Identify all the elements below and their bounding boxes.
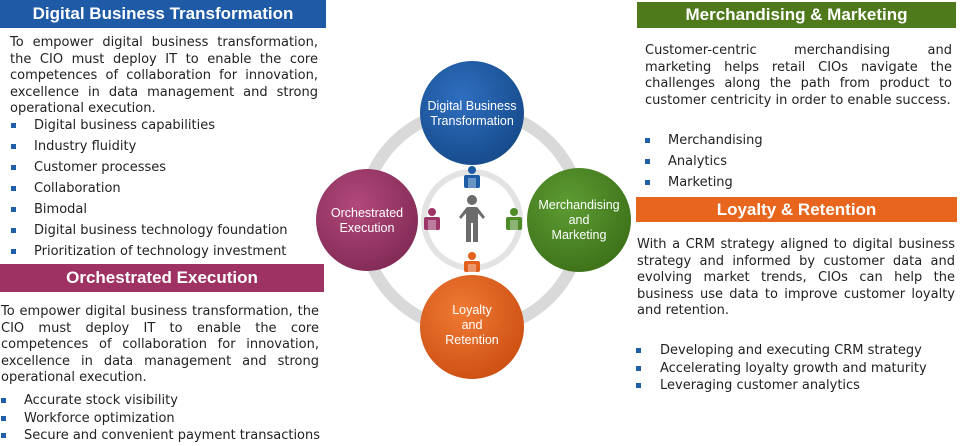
circle-bottom-label-1: Loyalty — [452, 303, 492, 317]
list-item: Digital business technology foundation — [11, 223, 311, 244]
mm-header: Merchandising & Marketing — [637, 2, 956, 28]
lr-description: With a CRM strategy aligned to digital b… — [637, 237, 955, 318]
list-item: Secure and convenient payment transactio… — [1, 428, 321, 446]
bullet-icon — [11, 144, 16, 149]
person-icon-top — [464, 166, 480, 188]
oe-header: Orchestrated Execution — [0, 264, 324, 292]
circle-digital-business-transformation — [420, 61, 524, 165]
circle-top-label-2: Transformation — [430, 114, 514, 128]
bullet-icon — [11, 207, 16, 212]
lr-header: Loyalty & Retention — [636, 197, 957, 222]
bullet-icon — [11, 228, 16, 233]
bullet-icon — [11, 123, 16, 128]
diagram: Digital Business Transformation Orchestr… — [316, 61, 631, 379]
circle-bottom-label-2: and — [462, 318, 483, 332]
bullet-icon — [1, 415, 6, 421]
list-item: Prioritization of technology investment — [11, 244, 311, 265]
oe-description: To empower digital business transformati… — [1, 304, 319, 385]
person-icon-left — [424, 208, 440, 230]
oe-list: Accurate stock visibility Workforce opti… — [1, 393, 321, 446]
list-item: Developing and executing CRM strategy — [636, 343, 956, 361]
list-item: Workforce optimization — [1, 411, 321, 429]
bullet-icon — [11, 249, 16, 254]
list-item: Industry fluidity — [11, 139, 311, 160]
bullet-icon — [11, 165, 16, 170]
circle-merchandising-marketing — [527, 168, 631, 272]
bullet-icon — [645, 159, 650, 164]
circle-top-label-1: Digital Business — [428, 99, 517, 113]
list-item: Bimodal — [11, 202, 311, 223]
lr-list: Developing and executing CRM strategy Ac… — [636, 343, 956, 396]
list-item: Leveraging customer analytics — [636, 378, 956, 396]
circle-left-label-2: Execution — [340, 221, 395, 235]
bullet-icon — [11, 186, 16, 191]
list-item: Accurate stock visibility — [1, 393, 321, 411]
list-item: Analytics — [645, 154, 945, 175]
circle-right-label-2: and — [569, 213, 590, 227]
circle-loyalty-retention — [420, 275, 524, 379]
list-item: Marketing — [645, 175, 945, 196]
list-item: Customer processes — [11, 160, 311, 181]
person-icon-right — [506, 208, 522, 230]
list-item: Accelerating loyalty growth and maturity — [636, 361, 956, 379]
bullet-icon — [1, 398, 6, 403]
circle-right-label-3: Marketing — [552, 228, 607, 242]
dbt-header: Digital Business Transformation — [0, 0, 326, 28]
circle-left-label-1: Orchestrated — [331, 206, 403, 220]
circle-right-label-1: Merchandising — [538, 198, 619, 212]
mm-list: Merchandising Analytics Marketing — [645, 133, 945, 196]
dbt-description: To empower digital business transformati… — [10, 35, 318, 116]
list-item: Digital business capabilities — [11, 118, 311, 139]
dbt-list: Digital business capabilities Industry f… — [11, 118, 311, 265]
bullet-icon — [645, 180, 650, 185]
mm-description: Customer-centric merchandising and marke… — [645, 43, 952, 108]
bullet-icon — [636, 383, 641, 388]
list-item: Merchandising — [645, 133, 945, 154]
person-icon-bottom — [464, 252, 480, 272]
circle-bottom-label-3: Retention — [445, 333, 499, 347]
bullet-icon — [636, 348, 641, 353]
circle-orchestrated-execution — [316, 169, 418, 271]
list-item: Collaboration — [11, 181, 311, 202]
bullet-icon — [636, 365, 641, 371]
center-person-icon — [459, 195, 485, 242]
bullet-icon — [645, 138, 650, 143]
bullet-icon — [1, 433, 6, 438]
